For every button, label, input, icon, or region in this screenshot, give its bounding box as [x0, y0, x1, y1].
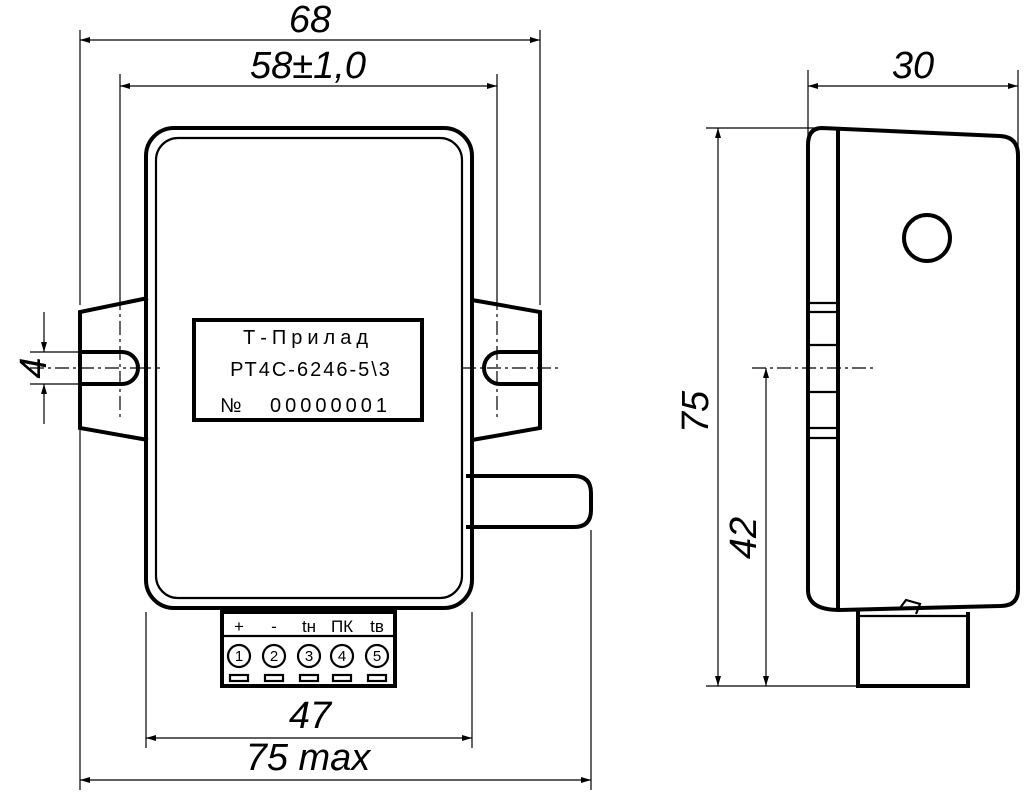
terminal-label: tн [302, 617, 316, 636]
left-mounting-ear [78, 296, 149, 442]
dim-mount-spacing: 58±1,0 [250, 45, 366, 87]
terminal-label: ПК [331, 617, 353, 636]
terminal-screw [226, 643, 252, 669]
terminal-block [220, 610, 397, 688]
nameplate-frame [192, 318, 424, 422]
terminal-number: 3 [305, 648, 313, 665]
dim-bottom-width: 47 [289, 695, 333, 737]
right-mounting-slot [482, 350, 540, 386]
dim-overall-width: 68 [289, 0, 331, 41]
terminal-screws: 1 2 3 4 5 [226, 643, 390, 669]
side-terminal-block [856, 610, 970, 688]
terminal-label: - [271, 617, 277, 636]
front-view: Т-Прилад РТ4С-6246-5\3 № 00000001 + - tн… [13, 0, 593, 790]
dim-max-width: 75 max [246, 737, 373, 779]
dim-height: 75 [675, 390, 717, 433]
side-body [806, 125, 1020, 613]
side-cable-gland [902, 213, 952, 263]
terminal-screw [296, 643, 322, 669]
terminal-number: 2 [270, 648, 278, 665]
nameplate-serial: 00000001 [270, 395, 391, 417]
dim-depth: 30 [892, 45, 934, 87]
nameplate-number-sign: № [220, 395, 241, 417]
terminal-labels: + - tн ПК tв [234, 617, 384, 636]
terminal-number: 5 [373, 648, 381, 665]
dim-center-height: 42 [723, 517, 765, 559]
side-view: 30 75 42 [675, 45, 1020, 688]
dim-slot-width: 4 [13, 357, 55, 378]
terminal-number: 4 [338, 648, 346, 665]
terminal-number: 1 [235, 648, 243, 665]
terminal-screw [364, 643, 390, 669]
right-mounting-ear [471, 298, 542, 442]
terminal-label: tв [370, 617, 384, 636]
nameplate-line1: Т-Прилад [243, 327, 373, 349]
terminal-label: + [234, 617, 244, 636]
cable-gland [466, 474, 593, 529]
nameplate-line2: РТ4С-6246-5\3 [230, 359, 392, 381]
terminal-tabs [228, 673, 388, 683]
terminal-screw [261, 643, 287, 669]
terminal-screw [329, 643, 355, 669]
